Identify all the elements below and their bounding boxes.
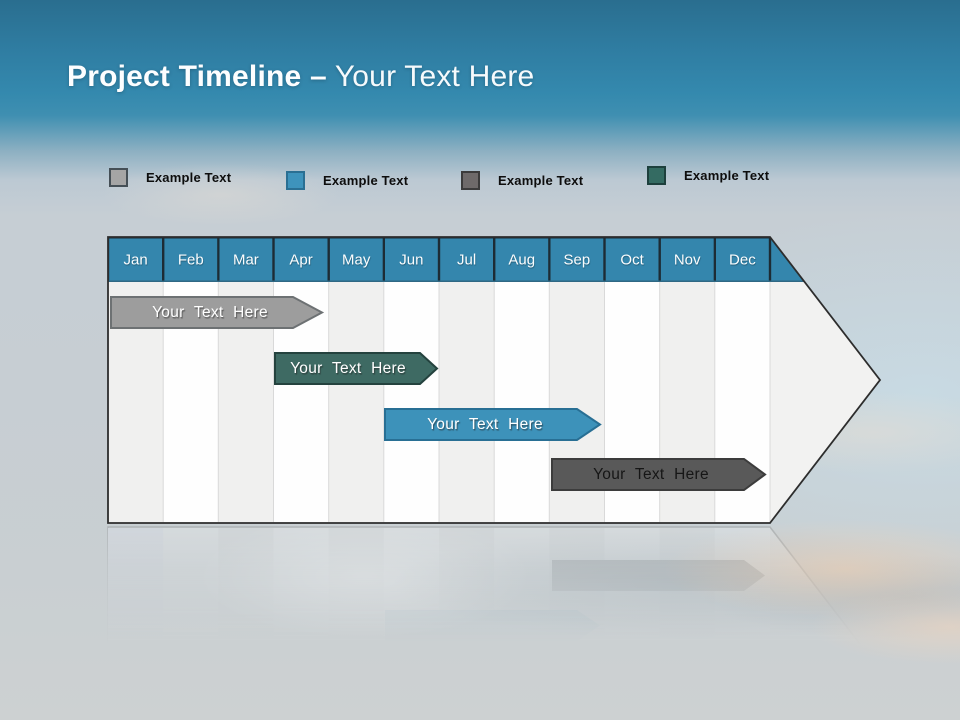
- month-label: Jan: [124, 252, 148, 269]
- title-secondary: Your Text Here: [334, 60, 535, 93]
- legend-label: Example Text: [323, 173, 409, 188]
- legend-swatch-gray: [109, 168, 128, 187]
- legend-label: Example Text: [498, 173, 584, 188]
- month-label: Mar: [233, 252, 259, 269]
- title-primary: Project Timeline: [67, 60, 302, 93]
- timeline-bar-darkgray: Your Text Here: [551, 458, 767, 491]
- legend-swatch-teal: [647, 166, 666, 185]
- month-label: Aug: [508, 252, 535, 269]
- timeline-bar-teal: Your Text Here: [274, 352, 439, 385]
- legend-item: Example Text: [647, 166, 769, 185]
- timeline-bar-blue: Your Text Here: [384, 408, 602, 441]
- month-label: Apr: [289, 252, 312, 269]
- month-label: Sep: [564, 252, 591, 269]
- bar-label: Your Text Here: [427, 416, 543, 433]
- month-label: Nov: [674, 252, 701, 269]
- month-label: Dec: [729, 252, 756, 269]
- month-label: Oct: [620, 252, 644, 269]
- timeline-arrow-outline: [107, 236, 882, 524]
- legend-swatch-darkgray: [461, 171, 480, 190]
- timeline-bar-gray: Your Text Here: [110, 296, 325, 329]
- month-header-cells: [108, 238, 804, 282]
- month-label: Feb: [178, 252, 204, 269]
- legend-label: Example Text: [684, 168, 770, 183]
- legend-item: Example Text: [109, 168, 231, 187]
- bar-label: Your Text Here: [593, 466, 709, 483]
- legend-label: Example Text: [146, 170, 232, 185]
- month-label: May: [342, 252, 371, 269]
- timeline-chart: Jan Feb Mar Apr May Jun Jul Aug Sep Oct …: [107, 236, 882, 524]
- bar-label: Your Text Here: [290, 360, 406, 377]
- legend-item: Example Text: [286, 171, 408, 190]
- month-column-stripes: [108, 282, 770, 522]
- month-labels: Jan Feb Mar Apr May Jun Jul Aug Sep Oct …: [124, 252, 757, 269]
- legend-swatch-blue: [286, 171, 305, 190]
- title-separator: –: [309, 60, 327, 93]
- bar-label: Your Text Here: [152, 304, 268, 321]
- timeline-reflection: [105, 521, 885, 720]
- column-separators: [162, 282, 771, 522]
- month-label: Jun: [399, 252, 423, 269]
- page-title: Project Timeline – Your Text Here: [67, 60, 534, 94]
- month-label: Jul: [457, 252, 476, 269]
- legend-item: Example Text: [461, 171, 583, 190]
